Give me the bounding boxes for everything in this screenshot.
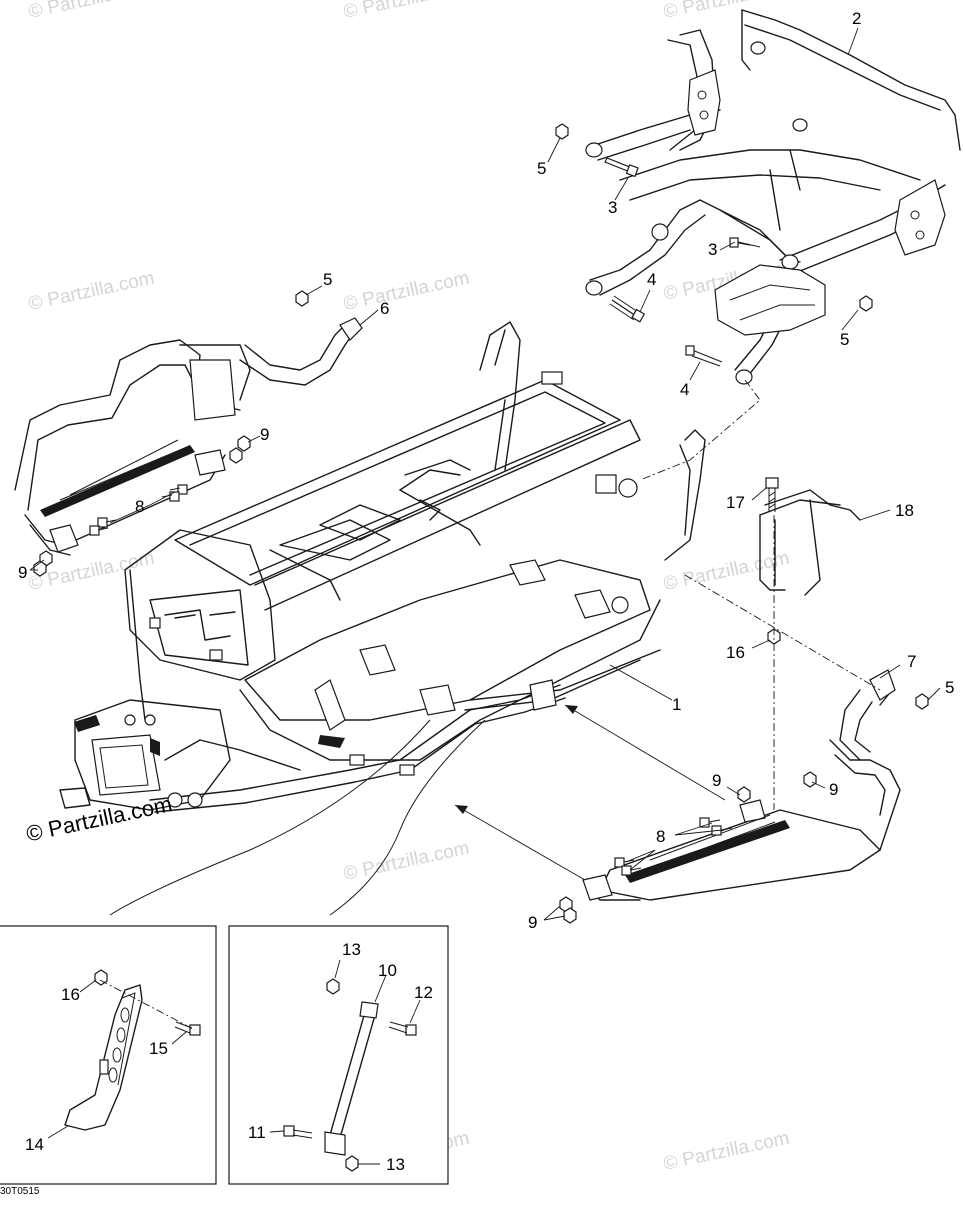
callout-7: 7 (907, 652, 916, 671)
callout-18: 18 (895, 501, 914, 520)
callout-2: 2 (852, 9, 861, 28)
callout-4: 4 (680, 380, 689, 399)
callout-9: 9 (18, 563, 27, 582)
rear-subframe (585, 9, 961, 385)
main-frame (59, 321, 706, 813)
callout-5: 5 (945, 678, 954, 697)
installation-arrows (454, 704, 726, 881)
callout-16: 16 (726, 643, 745, 662)
watermark: © Partzilla.com (342, 268, 472, 315)
callout-5: 5 (840, 330, 849, 349)
guide-line (684, 574, 881, 691)
callout-9: 9 (712, 771, 721, 790)
callout-11: 11 (248, 1123, 266, 1142)
rear-hardware (555, 123, 873, 367)
watermark: © Partzilla.com (342, 0, 472, 23)
callout-16: 16 (61, 985, 80, 1004)
callout-9: 9 (528, 913, 537, 932)
callout-15: 15 (149, 1039, 168, 1058)
detail-box-right (228, 925, 449, 1185)
callout-9: 9 (260, 425, 269, 444)
callout-3: 3 (608, 198, 617, 217)
callout-4: 4 (647, 270, 656, 289)
callout-13: 13 (386, 1155, 405, 1174)
callout-14: 14 (25, 1135, 44, 1154)
bracket-18 (759, 489, 861, 596)
callout-6: 6 (380, 299, 389, 318)
callout-8: 8 (656, 827, 665, 846)
detail-box-left (0, 925, 217, 1185)
callout-9: 9 (829, 780, 838, 799)
right-hardware (559, 693, 929, 924)
callouts: 2 5 3 3 4 5 4 5 6 9 8 9 17 18 16 7 5 1 9… (18, 9, 954, 1174)
callout-8: 8 (135, 497, 144, 516)
callout-5: 5 (537, 159, 546, 178)
watermark: © Partzilla.com (662, 548, 792, 595)
callout-12: 12 (414, 983, 433, 1002)
callout-3: 3 (708, 240, 717, 259)
leader-lines (29, 27, 941, 1165)
watermark: © Partzilla.com (342, 838, 472, 885)
callout-1: 1 (672, 695, 681, 714)
callout-10: 10 (378, 961, 397, 980)
left-footrest (14, 317, 363, 556)
callout-13: 13 (342, 940, 361, 959)
drawing-reference: 30T0515 (0, 1186, 40, 1197)
watermark: © Partzilla.com (27, 268, 157, 315)
callout-17: 17 (726, 493, 745, 512)
watermark: © Partzilla.com (662, 1128, 792, 1175)
bolt-17 (765, 477, 779, 512)
right-footrest (582, 669, 901, 901)
left-hardware (33, 290, 309, 577)
callout-5: 5 (323, 270, 332, 289)
watermark: © Partzilla.com (27, 0, 157, 23)
